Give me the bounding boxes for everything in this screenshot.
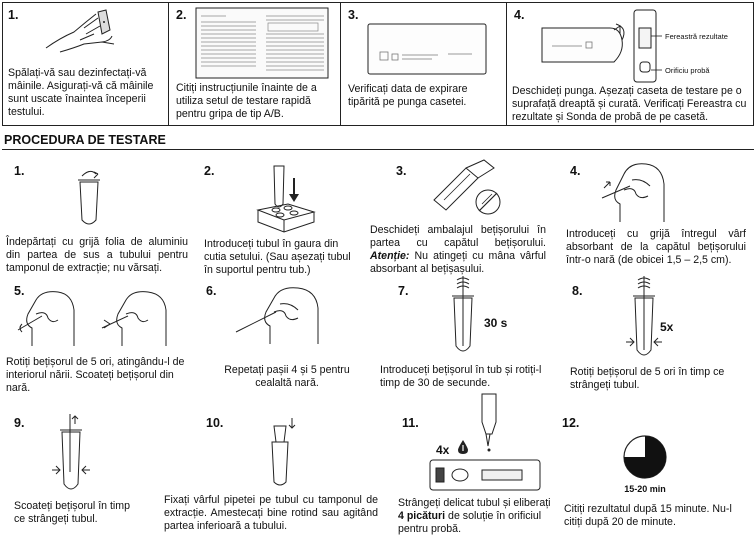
procedure-step-text: Citiți rezultatul după 15 minute. Nu-l c… bbox=[564, 503, 732, 528]
nose-swab-icon bbox=[601, 163, 665, 222]
cassette-icon bbox=[541, 9, 662, 83]
procedure-step-text: Rotiți bețișorul de 5 ori, atingându-l d… bbox=[6, 356, 185, 394]
pipette-tip-icon bbox=[271, 418, 296, 486]
drop-count-badge: 4x bbox=[436, 443, 450, 457]
time-badge: 15-20 min bbox=[624, 484, 666, 494]
count-badge: 5x bbox=[660, 320, 674, 334]
procedure-step-number: 10. bbox=[206, 416, 224, 430]
prep-step-number: 4. bbox=[514, 8, 525, 22]
instruction-leaflet-icon bbox=[195, 7, 329, 79]
divider bbox=[2, 149, 754, 150]
procedure-step-text: Repetați pașii 4 și 5 pentru cealaltă na… bbox=[224, 364, 350, 389]
tube-rack-icon bbox=[256, 165, 316, 233]
prep-step-text: Deschideți punga. Așezați caseta de test… bbox=[512, 85, 747, 123]
hands-washing-icon bbox=[45, 9, 115, 53]
sample-port-label: Orificiu probă bbox=[665, 66, 710, 75]
procedure-step-number: 11. bbox=[402, 416, 419, 430]
procedure-step-text: Scoateți bețișorul în timp ce strângeți … bbox=[14, 500, 130, 525]
prep-step-text: Citiți instrucțiunile înainte de a utili… bbox=[176, 82, 317, 120]
procedure-step-text: Introduceți cu grijă întregul vârf absor… bbox=[566, 228, 746, 266]
section-title: PROCEDURA DE TESTARE bbox=[4, 133, 166, 147]
procedure-step-text: Introduceți tubul în gaura din cutia set… bbox=[204, 238, 351, 276]
procedure-step-text: Introduceți bețișorul în tub și rotiți-l… bbox=[380, 364, 542, 389]
procedure-step-number: 7. bbox=[398, 284, 409, 298]
procedure-step-number: 2. bbox=[204, 164, 215, 178]
preparation-panel bbox=[2, 2, 754, 126]
warning-text: Nu atingeți cu mâna vârful absorbant al … bbox=[370, 249, 546, 275]
drop-icon bbox=[458, 440, 468, 454]
procedure-step-text-end: de soluție în orificiul pentru probă. bbox=[398, 509, 542, 535]
procedure-step-text-main: Deschideți ambalajul bețișorului în part… bbox=[370, 224, 546, 249]
tube-foil-icon bbox=[78, 170, 100, 225]
procedure-step-text-main: Strângeți delicat tubul și eliberați bbox=[398, 497, 551, 509]
arrow-down-icon bbox=[289, 194, 299, 202]
pouch-icon bbox=[367, 23, 487, 75]
procedure-step-number: 5. bbox=[14, 284, 25, 298]
procedure-step-text: Strângeți delicat tubul și eliberați 4 p… bbox=[398, 497, 556, 536]
tube-swab-icon bbox=[481, 393, 497, 452]
prep-step-number: 1. bbox=[8, 8, 19, 22]
warning-label: Atenție: bbox=[370, 249, 410, 262]
drop-count-text: 4 picături bbox=[398, 509, 446, 522]
procedure-step-text: Îndepărtați cu grijă folia de aluminiu d… bbox=[6, 236, 188, 274]
prep-step-text: Spălați-vă sau dezinfectați-vă mâinile. … bbox=[8, 67, 154, 118]
tube-swab-icon bbox=[626, 276, 662, 356]
prep-step-number: 3. bbox=[348, 8, 359, 22]
nose-swab-icon bbox=[17, 291, 167, 346]
procedure-step-number: 6. bbox=[206, 284, 217, 298]
procedure-step-text: Rotiți bețișorul de 5 ori în timp ce str… bbox=[570, 366, 725, 391]
procedure-step-number: 3. bbox=[396, 164, 407, 178]
prep-step-number: 2. bbox=[176, 8, 187, 22]
nose-swab-icon bbox=[235, 287, 319, 344]
procedure-step-number: 9. bbox=[14, 416, 25, 430]
procedure-step-number: 12. bbox=[562, 416, 580, 430]
result-window-label: Fereastră rezultate bbox=[665, 32, 728, 41]
timer-icon bbox=[623, 435, 667, 479]
time-badge: 30 s bbox=[484, 316, 508, 330]
divider bbox=[506, 2, 507, 126]
procedure-step-number: 8. bbox=[572, 284, 583, 298]
divider bbox=[168, 2, 169, 126]
prep-step-text: Verificați data de expirare tipărită pe … bbox=[348, 83, 468, 108]
procedure-step-number: 4. bbox=[570, 164, 581, 178]
tube-swab-icon bbox=[52, 414, 90, 490]
swab-package-icon bbox=[433, 159, 501, 215]
cassette-icon bbox=[429, 459, 541, 491]
procedure-step-text: Deschideți ambalajul bețișorului în part… bbox=[370, 224, 546, 276]
divider bbox=[340, 2, 341, 126]
tube-swab-icon bbox=[452, 276, 474, 352]
procedure-step-text: Fixați vârful pipetei pe tubul cu tampon… bbox=[164, 494, 378, 532]
arrow-up-icon bbox=[603, 181, 611, 189]
procedure-step-number: 1. bbox=[14, 164, 25, 178]
